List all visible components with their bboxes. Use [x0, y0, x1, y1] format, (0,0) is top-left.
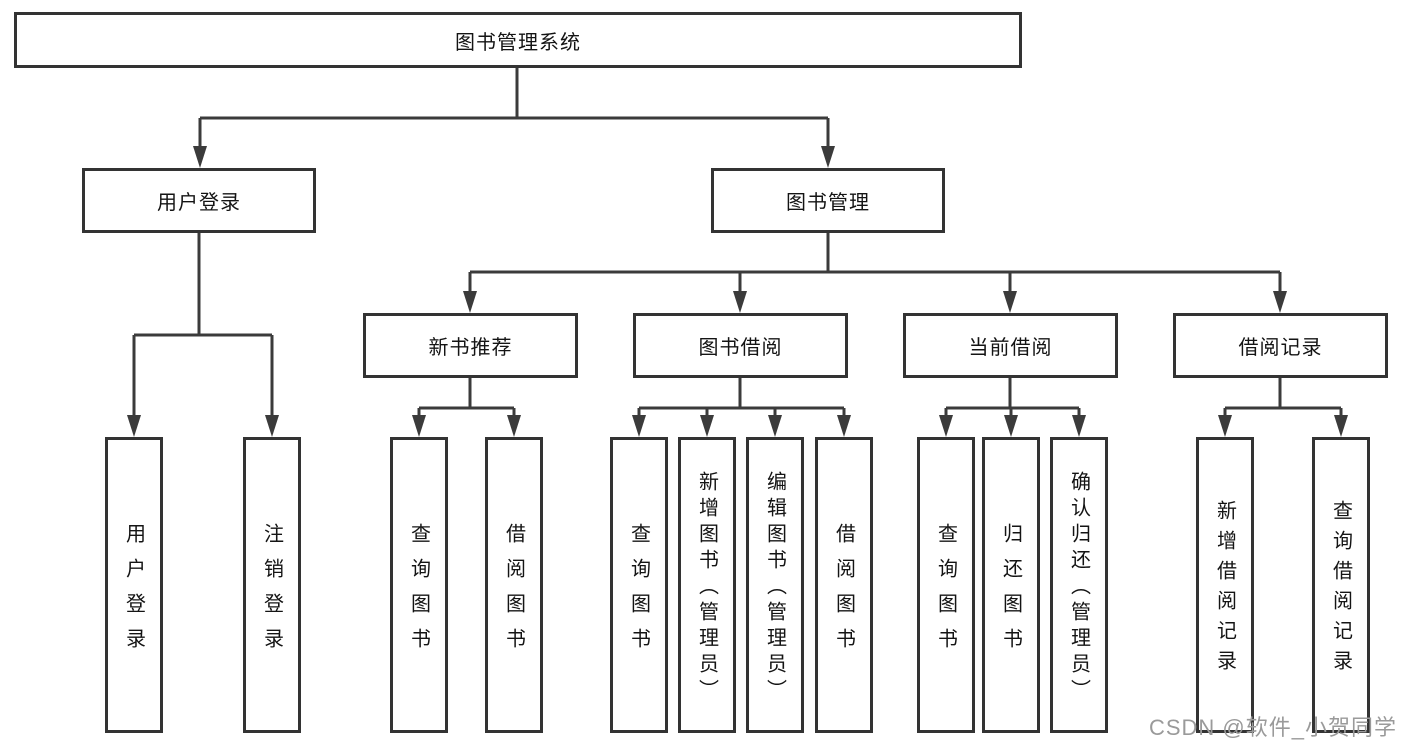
leaf-label: 归还图书 — [999, 522, 1022, 663]
leaf-query-books-borrow: 查询图书 — [610, 437, 668, 733]
leaf-query-borrow-record: 查询借阅记录 — [1312, 437, 1370, 733]
arrow-down-icon — [1072, 415, 1086, 437]
node-label: 图书借阅 — [698, 337, 783, 359]
leaf-borrow-book: 借阅图书 — [815, 437, 873, 733]
leaf-label: 新增图书（管理员） — [695, 471, 718, 705]
arrow-down-icon — [632, 415, 646, 437]
tree-edges — [132, 67, 1343, 418]
leaf-label: 用户登录 — [122, 522, 145, 663]
node-label: 当前借阅 — [968, 337, 1053, 359]
node-current-borrowing: 当前借阅 — [903, 313, 1118, 378]
csdn-watermark: CSDN @软件_小贺同学 — [1148, 715, 1397, 740]
arrow-down-icon — [1003, 291, 1017, 313]
leaf-edit-book-admin: 编辑图书（管理员） — [746, 437, 804, 733]
leaf-label: 查询图书 — [934, 522, 957, 663]
node-label: 新书推荐 — [428, 337, 513, 359]
leaf-user-login: 用户登录 — [105, 437, 163, 733]
leaf-return-book: 归还图书 — [982, 437, 1040, 733]
node-label: 用户登录 — [157, 192, 241, 214]
leaf-label: 借阅图书 — [502, 522, 525, 663]
node-new-book-recommend: 新书推荐 — [363, 313, 578, 378]
leaf-label: 查询图书 — [627, 522, 650, 663]
arrow-down-icon — [1004, 415, 1018, 437]
arrow-down-icon — [463, 291, 477, 313]
node-user-login: 用户登录 — [82, 168, 316, 233]
arrow-down-icon — [1273, 291, 1287, 313]
leaf-label: 借阅图书 — [832, 522, 855, 663]
leaf-query-books-current: 查询图书 — [917, 437, 975, 733]
arrow-down-icon — [507, 415, 521, 437]
arrow-down-icon — [768, 415, 782, 437]
leaf-add-book-admin: 新增图书（管理员） — [678, 437, 736, 733]
node-label: 借阅记录 — [1238, 337, 1323, 359]
node-book-borrowing: 图书借阅 — [633, 313, 848, 378]
node-book-management: 图书管理 — [711, 168, 945, 233]
arrow-down-icon — [700, 415, 714, 437]
leaf-add-borrow-record: 新增借阅记录 — [1196, 437, 1254, 733]
leaf-label: 查询借阅记录 — [1329, 500, 1352, 680]
arrow-down-icon — [265, 415, 279, 437]
arrow-down-icon — [412, 415, 426, 437]
node-label: 图书管理系统 — [455, 31, 581, 54]
node-borrowing-records: 借阅记录 — [1173, 313, 1388, 378]
arrow-down-icon — [127, 415, 141, 437]
leaf-borrow-books-recommend: 借阅图书 — [485, 437, 543, 733]
arrow-down-icon — [733, 291, 747, 313]
arrow-down-icon — [821, 146, 835, 168]
leaf-logout: 注销登录 — [243, 437, 301, 733]
leaf-label: 注销登录 — [260, 522, 283, 663]
leaf-label: 新增借阅记录 — [1213, 500, 1236, 680]
leaf-query-books-recommend: 查询图书 — [390, 437, 448, 733]
leaf-confirm-return-admin: 确认归还（管理员） — [1050, 437, 1108, 733]
arrowheads — [127, 146, 1348, 437]
node-library-management-system: 图书管理系统 — [14, 12, 1022, 68]
leaf-label: 查询图书 — [407, 522, 430, 663]
arrow-down-icon — [193, 146, 207, 168]
node-label: 图书管理 — [786, 192, 870, 214]
arrow-down-icon — [837, 415, 851, 437]
arrow-down-icon — [939, 415, 953, 437]
leaf-label: 编辑图书（管理员） — [763, 471, 786, 705]
arrow-down-icon — [1334, 415, 1348, 437]
arrow-down-icon — [1218, 415, 1232, 437]
leaf-label: 确认归还（管理员） — [1067, 471, 1090, 705]
